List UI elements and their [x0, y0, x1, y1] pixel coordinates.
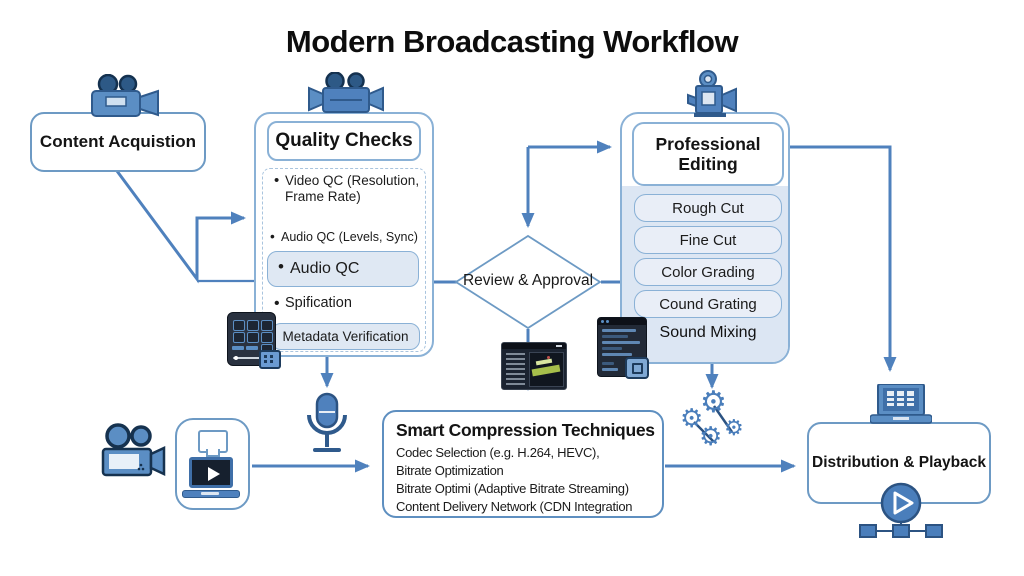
smart-compression-node: Smart Compression Techniques Codec Selec…: [382, 410, 664, 518]
film-camera-icon: [687, 70, 737, 117]
gear-glyph: ⚙: [699, 422, 723, 452]
movie-camera-icon: [91, 74, 159, 117]
review-approval-label: Review & Approval: [462, 272, 594, 289]
video-editor-icon: [501, 342, 567, 390]
gear-glyph: ⚙: [680, 404, 704, 434]
compression-line-cdn: Content Delivery Network (CDN Integratio…: [396, 498, 633, 514]
compression-line-bitrate: Bitrate Optimization: [396, 462, 504, 478]
editing-step-color-grading: Color Grading: [634, 258, 782, 286]
quality-checks-title: Quality Checks: [267, 121, 421, 161]
play-triangle-icon: [208, 467, 220, 481]
camcorder-icon: [101, 423, 166, 477]
connector-acquisition-to-qc: [115, 170, 246, 284]
qc-item-spification: Spification: [272, 294, 425, 313]
editing-step-sound-mixing: Sound Mixing: [659, 324, 757, 341]
network-nodes-icon: [859, 519, 943, 538]
content-acquisition-label: Content Acquistion: [39, 132, 197, 151]
projector-camera-icon: [308, 72, 384, 113]
laptop-player-icon: [175, 418, 250, 510]
code-window-icon: [597, 317, 649, 379]
connector-editing-to-distribution: [784, 145, 897, 372]
keypad-panel-icon: [227, 312, 281, 369]
qc-item-audio-box: Audio QC: [267, 251, 419, 287]
compression-line-adaptive: Bitrate Optimi (Adaptive Bitrate Streami…: [396, 480, 629, 496]
professional-editing-title: Professional Editing: [632, 122, 784, 186]
content-acquisition-node: Content Acquistion: [30, 112, 206, 172]
laptop-grid-icon: [870, 384, 932, 424]
quality-checks-list: [262, 168, 426, 352]
editing-step-fine-cut: Fine Cut: [634, 226, 782, 254]
qc-item-video: Video QC (Resolution, Frame Rate): [272, 172, 423, 206]
smart-compression-title: Smart Compression Techniques: [396, 420, 655, 440]
quality-checks-title-text: Quality Checks: [275, 130, 413, 151]
gears-icon: ⚙ ⚙ ⚙ ⚙: [680, 388, 748, 454]
editing-step-cound-grating: Cound Grating: [634, 290, 782, 318]
distribution-playback-label: Distribution & Playback: [812, 454, 986, 471]
review-approval-diamond: [454, 234, 602, 330]
gear-glyph: ⚙: [724, 416, 744, 441]
editing-step-rough-cut: Rough Cut: [634, 194, 782, 222]
qc-item-metadata-box: Metadata Verification: [271, 323, 420, 350]
microphone-icon: [307, 392, 347, 452]
page-title: Modern Broadcasting Workflow: [285, 24, 739, 59]
play-circle-icon: [880, 482, 922, 524]
qc-item-audio-levels: Audio QC (Levels, Sync): [268, 229, 441, 246]
compression-line-codec: Codec Selection (e.g. H.264, HEVC),: [396, 445, 600, 460]
gear-glyph: ⚙: [700, 385, 727, 420]
professional-editing-title-text: Professional Editing: [655, 133, 761, 174]
